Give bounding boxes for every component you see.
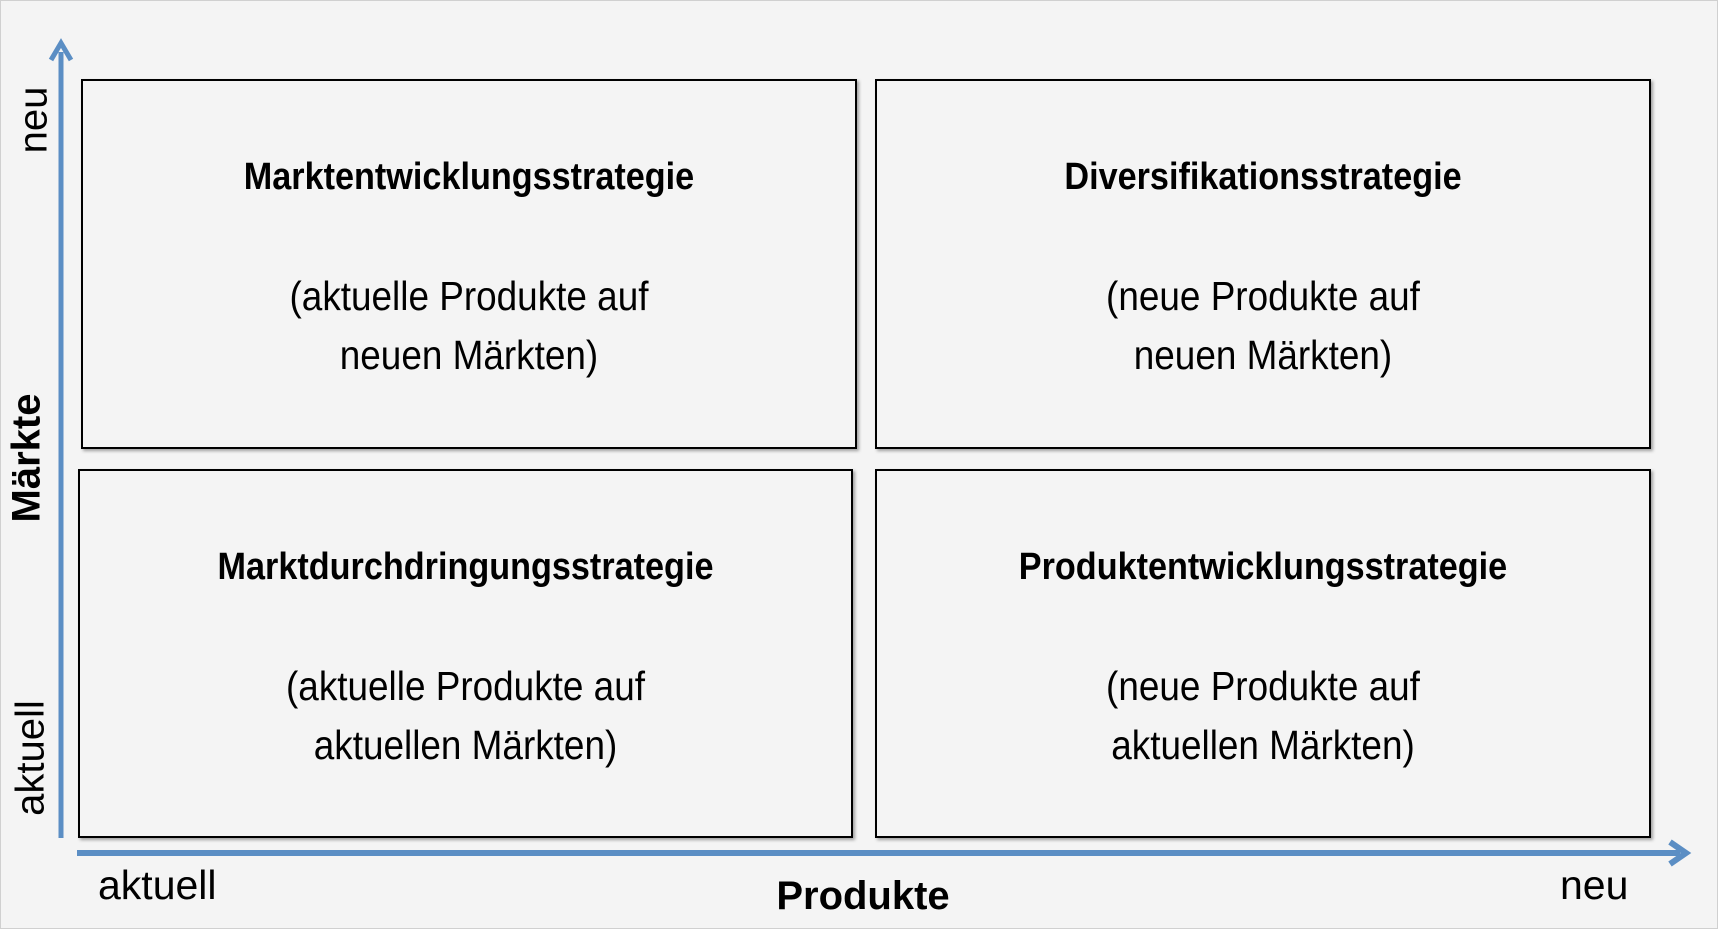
quadrant-market-penetration: Marktdurchdringungsstrategie (aktuelle P… (78, 469, 853, 838)
quadrant-title: Marktentwicklungsstrategie (243, 156, 695, 198)
quadrant-market-development: Marktentwicklungsstrategie (aktuelle Pro… (81, 79, 857, 449)
quadrant-diversification: Diversifikationsstrategie (neue Produkte… (875, 79, 1651, 449)
quadrant-description: (aktuelle Produkte auf aktuellen Märkten) (119, 657, 813, 775)
quadrant-product-development: Produktentwicklungsstrategie (neue Produ… (875, 469, 1651, 838)
quadrant-title: Diversifikationsstrategie (1064, 156, 1462, 198)
desc-line: (aktuelle Produkte auf (289, 273, 649, 319)
x-axis-arrow (77, 839, 1692, 867)
x-axis-title: Produkte (776, 874, 950, 918)
quadrant-title: Produktentwicklungsstrategie (1018, 546, 1508, 588)
y-axis-title: Märkte (4, 393, 49, 523)
quadrant-description: (aktuelle Produkte auf neuen Märkten) (122, 267, 817, 385)
desc-line: (aktuelle Produkte auf (286, 663, 645, 709)
desc-line: aktuellen Märkten) (313, 722, 618, 768)
quadrant-description: (neue Produkte auf aktuellen Märkten) (916, 657, 1611, 775)
quadrant-title: Marktdurchdringungsstrategie (217, 546, 714, 588)
desc-line: neuen Märkten) (339, 332, 599, 378)
x-axis-high-label: neu (1560, 862, 1629, 908)
quadrant-description: (neue Produkte auf neuen Märkten) (916, 267, 1611, 385)
desc-line: aktuellen Märkten) (1111, 722, 1415, 768)
y-axis-low-label: aktuell (8, 700, 53, 816)
x-axis-low-label: aktuell (98, 862, 217, 908)
y-axis-arrow (48, 38, 74, 838)
desc-line: (neue Produkte auf (1106, 273, 1420, 319)
y-axis-high-label: neu (11, 86, 56, 154)
desc-line: neuen Märkten) (1133, 332, 1393, 378)
desc-line: (neue Produkte auf (1106, 663, 1420, 709)
